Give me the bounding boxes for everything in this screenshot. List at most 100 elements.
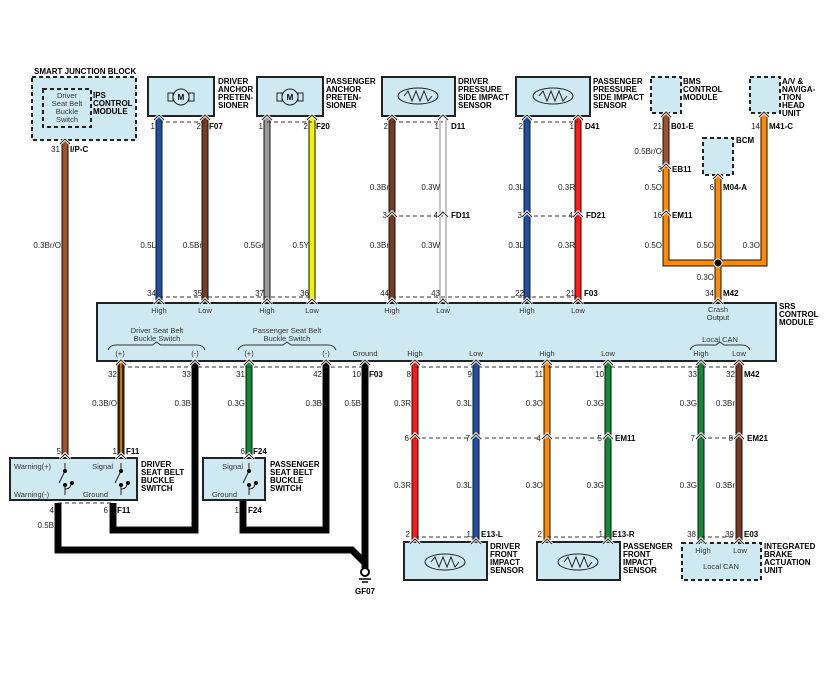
label: 3 [658, 165, 663, 174]
bms-control-module [650, 76, 682, 114]
label: 6 [405, 434, 410, 443]
wire-passenger-buckle-minus[interactable] [240, 361, 329, 533]
connector-chevron-icon [695, 433, 707, 440]
label: Buckle Switch [134, 334, 181, 343]
wire-driver-buckle-minus[interactable] [110, 361, 198, 533]
wire-warning-ground[interactable] [55, 503, 367, 565]
label: Low [305, 306, 319, 315]
switch-icon [119, 469, 123, 473]
label: Ground [212, 490, 237, 499]
connector-chevron-icon [541, 538, 553, 545]
label: E03 [744, 530, 759, 539]
label: M04-A [723, 183, 747, 192]
label: 0.3R [558, 241, 575, 250]
label: 0.3G [228, 399, 245, 408]
label: 0.5Br [183, 241, 202, 250]
label: 0.3G [587, 481, 604, 490]
label: 6 [710, 183, 715, 192]
label: Warning(-) [14, 490, 50, 499]
component-name: PRETEN- [326, 93, 361, 102]
label: 32 [108, 370, 117, 379]
label: Low [469, 349, 483, 358]
label: 0.5B [345, 399, 361, 408]
label: Ground [352, 349, 377, 358]
label: 0.3Br [370, 241, 389, 250]
connector-chevron-icon [320, 359, 332, 366]
driver-front-impact-sensor [403, 541, 488, 581]
component-name: IMPACT [490, 558, 520, 567]
connector-chevron-icon [521, 211, 533, 218]
connector-chevron-icon [521, 114, 533, 121]
label: EM11 [672, 211, 693, 220]
driver-anchor-pretensioner [147, 76, 215, 117]
label: 2 [197, 122, 202, 131]
switch-icon [63, 483, 67, 487]
label: 32 [726, 370, 735, 379]
component-name: Switch [56, 115, 78, 124]
connector-chevron-icon [306, 298, 318, 305]
resistor-sensor-icon [430, 555, 460, 569]
component-name: SENSOR [458, 101, 492, 110]
component-name: SWITCH [270, 484, 302, 493]
switch-icon [63, 469, 67, 473]
label: Low [436, 306, 450, 315]
label: 2 [304, 122, 309, 131]
label: 0.3B [175, 399, 191, 408]
component-name: ANCHOR [326, 85, 361, 94]
component-name: ANCHOR [218, 85, 253, 94]
label: F24 [253, 447, 267, 456]
splice-junction-icon [713, 258, 723, 268]
wire-passenger-buckle-minus-outline [239, 361, 330, 534]
connector-chevron-icon [602, 433, 614, 440]
resistor-sensor-icon [403, 89, 433, 103]
label: 36 [300, 289, 309, 298]
label: 0.3W [421, 241, 440, 250]
component-name: Driver [57, 91, 78, 100]
srs-control-module [96, 302, 777, 362]
label: 0.3G [680, 481, 697, 490]
label: 0.3O [743, 241, 760, 250]
label: 0.3O [697, 273, 714, 282]
component-name: DRIVER [490, 542, 520, 551]
label: 8 [729, 434, 734, 443]
label: M [178, 93, 185, 102]
connector-chevron-icon [712, 173, 724, 180]
label: 0.3O [526, 481, 543, 490]
motor-icon [297, 92, 304, 102]
label: 7 [466, 434, 471, 443]
label: 0.3R [394, 399, 411, 408]
component-name: SIDE IMPACT [593, 93, 644, 102]
label: 22 [515, 289, 524, 298]
label: (-) [191, 349, 199, 358]
label: 0.3Br [716, 481, 735, 490]
label: 38 [687, 530, 696, 539]
label: 2 [538, 530, 543, 539]
connector-chevron-icon [261, 114, 273, 121]
label: 35 [193, 289, 202, 298]
connector-chevron-icon [572, 211, 584, 218]
component-name: MODULE [779, 318, 814, 327]
component-name: SIONER [326, 101, 357, 110]
label: F20 [316, 122, 330, 131]
label: 33 [688, 370, 697, 379]
label: 31 [51, 145, 60, 154]
label: F24 [248, 506, 262, 515]
label: Low [571, 306, 585, 315]
component-name: BMS [683, 77, 701, 86]
connector-chevron-icon [470, 359, 482, 366]
label: E13-L [481, 530, 503, 539]
label: Local CAN [702, 335, 738, 344]
label: 16 [653, 211, 662, 220]
label: I/P-C [70, 145, 88, 154]
label: 2 [406, 530, 411, 539]
component-name: UNIT [764, 566, 783, 575]
label: 2 [384, 122, 389, 131]
label: Passenger Seat Belt [253, 326, 322, 335]
label: M41-C [769, 122, 793, 131]
label: Warning(+) [14, 462, 52, 471]
label: Ground [83, 490, 108, 499]
label: Output [707, 313, 730, 322]
label: FD21 [586, 211, 606, 220]
label: 1 [467, 530, 472, 539]
connector-chevron-icon [59, 453, 71, 460]
